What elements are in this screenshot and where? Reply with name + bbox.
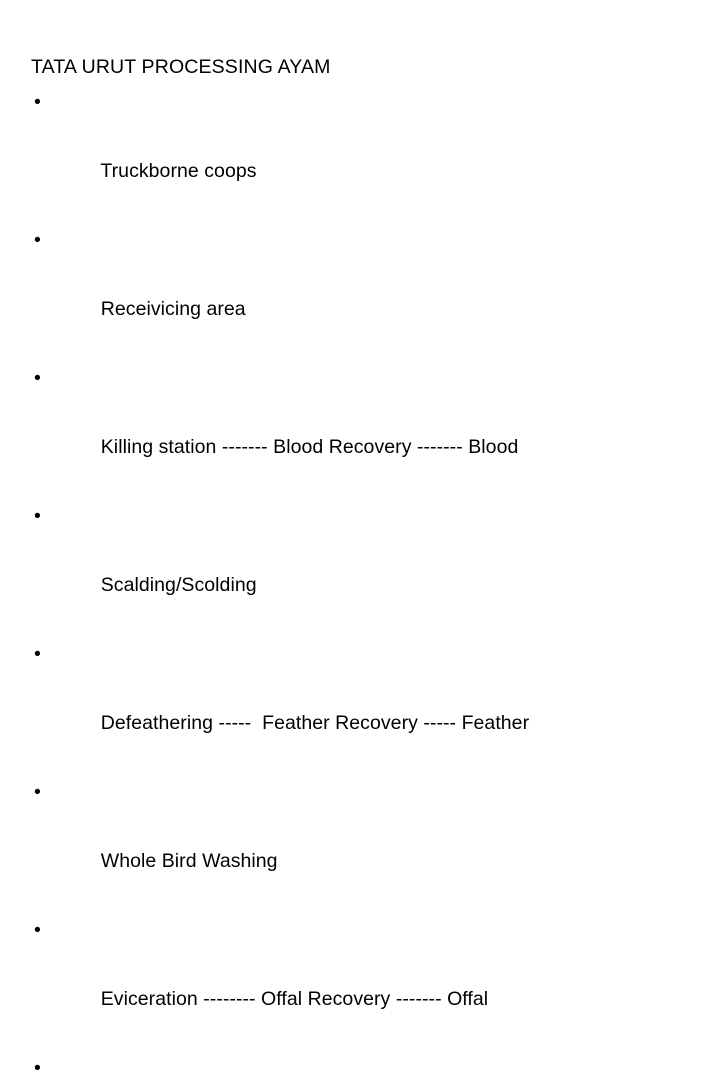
slide-canvas: TATA URUT PROCESSING AYAM • Truckborne c…: [0, 0, 720, 540]
bullet-icon: •: [34, 775, 46, 810]
list-item: • Truckborne coops: [31, 85, 691, 223]
slide-content-block: TATA URUT PROCESSING AYAM • Truckborne c…: [31, 50, 691, 1080]
list-item: • Killing station ------- Blood Recovery…: [31, 361, 691, 499]
bullet-icon: •: [34, 223, 46, 258]
list-item-label: Whole Bird Washing: [101, 850, 278, 872]
bullet-icon: •: [34, 1051, 46, 1080]
process-steps-list: • Truckborne coops • Receivicing area • …: [31, 85, 691, 1080]
list-item-label: Truckborne coops: [100, 160, 256, 182]
list-item: • Defeathering ----- Feather Recovery --…: [31, 637, 691, 775]
list-item-label: Scalding/Scolding: [101, 574, 257, 596]
bullet-icon: •: [34, 637, 46, 672]
list-item: • Final Washing ------- Carcas Cuting --…: [31, 1051, 691, 1080]
list-item-label: Defeathering ----- Feather Recovery ----…: [101, 712, 529, 734]
bullet-icon: •: [34, 499, 46, 534]
bullet-icon: •: [34, 85, 46, 120]
list-item-label: Receivicing area: [101, 298, 246, 320]
bullet-icon: •: [34, 361, 46, 396]
list-item-label: Eviceration -------- Offal Recovery ----…: [101, 988, 488, 1010]
list-item-label: Killing station ------- Blood Recovery -…: [101, 436, 519, 458]
list-item: • Scalding/Scolding: [31, 499, 691, 637]
list-item: • Eviceration -------- Offal Recovery --…: [31, 913, 691, 1051]
list-item: • Receivicing area: [31, 223, 691, 361]
bullet-icon: •: [34, 913, 46, 948]
page-title: TATA URUT PROCESSING AYAM: [31, 50, 691, 85]
list-item: • Whole Bird Washing: [31, 775, 691, 913]
